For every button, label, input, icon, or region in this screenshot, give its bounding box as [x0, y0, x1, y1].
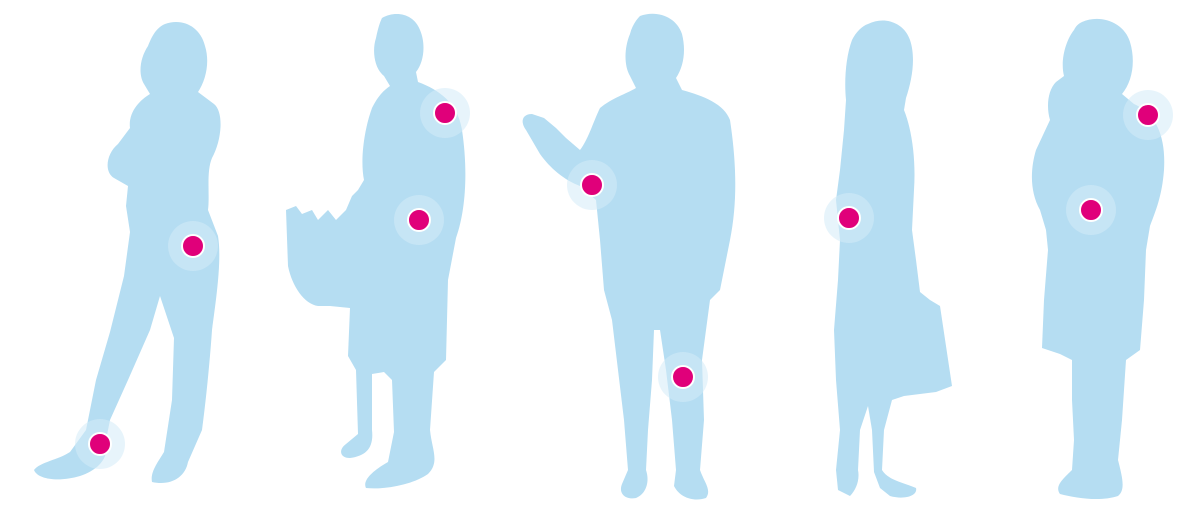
marker-shoulder[interactable] — [1123, 90, 1173, 140]
marker-shoulder[interactable] — [420, 88, 470, 138]
marker-dot — [581, 174, 603, 196]
marker-knee[interactable] — [658, 352, 708, 402]
figure-woman-arms-crossed — [34, 22, 221, 483]
marker-dot — [1137, 104, 1159, 126]
marker-hip[interactable] — [168, 221, 218, 271]
marker-dot — [672, 366, 694, 388]
marker-waist[interactable] — [1066, 185, 1116, 235]
marker-dot — [838, 207, 860, 229]
marker-dot — [1080, 199, 1102, 221]
silhouette-body — [523, 14, 736, 500]
marker-dot — [434, 102, 456, 124]
figure-man-with-basket — [286, 14, 470, 488]
figure-woman-with-bag — [824, 21, 952, 498]
marker-dot — [89, 433, 111, 455]
marker-elbow[interactable] — [567, 160, 617, 210]
silhouette-body — [834, 21, 952, 498]
figure-woman-on-phone — [1032, 19, 1173, 499]
marker-ankle[interactable] — [75, 419, 125, 469]
marker-dot — [408, 209, 430, 231]
figure-man-gesturing — [523, 14, 736, 500]
silhouette-body — [286, 14, 465, 488]
marker-hand[interactable] — [824, 193, 874, 243]
marker-dot — [182, 235, 204, 257]
marker-hip[interactable] — [394, 195, 444, 245]
